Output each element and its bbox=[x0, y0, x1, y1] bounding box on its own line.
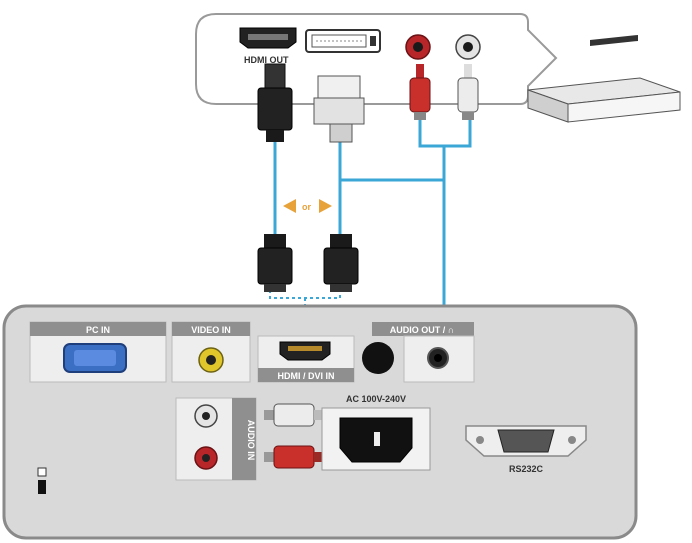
hdmi-cable-plug-right bbox=[323, 234, 359, 292]
video-in-label: VIDEO IN bbox=[191, 325, 231, 335]
hdmi-out-label: HDMI OUT bbox=[244, 55, 289, 65]
hdmi-cable-plug-left bbox=[257, 234, 293, 292]
video-in-section: VIDEO IN bbox=[171, 321, 251, 383]
pc-in-section: PC IN bbox=[29, 321, 167, 383]
audio-out-label: AUDIO OUT / ∩ bbox=[390, 325, 455, 335]
ac-power-section: AC 100V-240V bbox=[321, 394, 431, 471]
audio-out-section: AUDIO OUT / ∩ bbox=[362, 322, 475, 383]
rca-plug-red bbox=[409, 64, 431, 120]
audio-in-section: AUDIO IN bbox=[175, 397, 257, 481]
audio-in-label: AUDIO IN bbox=[246, 420, 256, 461]
audio-out-red-jack bbox=[405, 34, 431, 60]
rs232c-label: RS232C bbox=[509, 464, 544, 474]
hdmi-cable-plug-top bbox=[257, 63, 293, 142]
rca-plug-red-connected bbox=[264, 445, 322, 469]
ac-label: AC 100V-240V bbox=[346, 394, 406, 404]
lock-icon bbox=[37, 467, 47, 494]
rca-plug-white bbox=[457, 64, 479, 120]
dvi-out-port bbox=[305, 29, 381, 53]
hdmi-dvi-in-label: HDMI / DVI IN bbox=[277, 371, 334, 381]
dvd-player-icon bbox=[527, 34, 681, 123]
or-indicator: or bbox=[283, 199, 332, 213]
pc-in-label: PC IN bbox=[86, 325, 110, 335]
hdmi-out-port bbox=[239, 27, 297, 49]
hdmi-dvi-in-section: HDMI / DVI IN bbox=[257, 335, 355, 383]
audio-out-white-jack bbox=[455, 34, 481, 60]
dvi-cable-plug-top bbox=[313, 75, 365, 143]
rs232c-section: RS232C bbox=[465, 425, 587, 474]
rca-plug-white-connected bbox=[264, 403, 322, 427]
or-label: or bbox=[302, 202, 311, 212]
source-device-panel: HDMI OUT bbox=[195, 13, 558, 105]
